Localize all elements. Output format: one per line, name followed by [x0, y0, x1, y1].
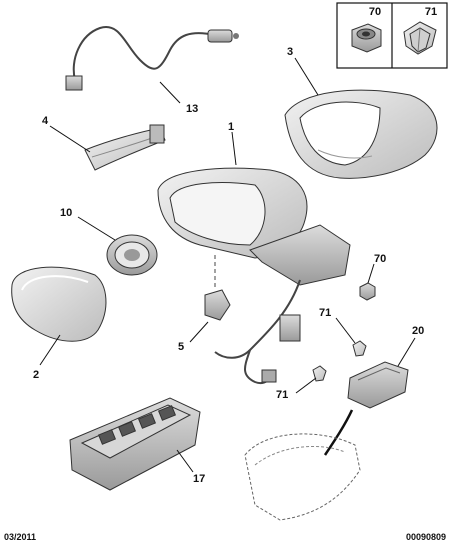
callout-10: 10 — [60, 207, 72, 219]
leader-2 — [39, 334, 61, 366]
mirror-housing-1 — [157, 167, 351, 286]
callout-71-lower: 71 — [276, 389, 288, 401]
leader-17 — [176, 449, 194, 473]
clip-71-lower — [312, 365, 327, 382]
callout-1: 1 — [228, 121, 234, 133]
mirror-harness — [214, 279, 301, 384]
callout-70: 70 — [374, 253, 386, 265]
window-switch-panel-17 — [69, 397, 201, 491]
wiring-harness-13 — [65, 26, 239, 91]
footer-date: 03/2011 — [4, 532, 36, 542]
legend-ref-70: 70 — [369, 6, 381, 18]
leader-20 — [397, 337, 416, 367]
callout-17: 17 — [193, 473, 205, 485]
adjust-motor-10 — [106, 234, 158, 276]
clip-71-upper — [352, 340, 367, 357]
mirror-cover-3 — [284, 89, 438, 179]
callout-3: 3 — [287, 46, 293, 58]
legend-box: 70 71 — [336, 2, 448, 69]
nut-70 — [359, 282, 376, 301]
leader-71-upper — [335, 317, 356, 344]
leader-71-lower — [295, 377, 317, 394]
callout-71-upper: 71 — [319, 307, 331, 319]
nut-70-icon — [351, 23, 382, 53]
mirror-glass-2 — [11, 266, 107, 342]
callout-5: 5 — [178, 341, 184, 353]
legend-ref-71: 71 — [425, 6, 437, 18]
door-outline — [244, 433, 361, 521]
leader-3 — [294, 57, 319, 96]
control-module-20 — [323, 361, 409, 456]
callout-4: 4 — [42, 115, 49, 127]
leader-4 — [49, 125, 91, 153]
leader-1 — [231, 131, 237, 166]
leader-13 — [159, 81, 181, 104]
turn-signal-4 — [84, 124, 166, 171]
leader-70 — [367, 263, 375, 284]
callout-20: 20 — [412, 325, 424, 337]
leader-10 — [77, 216, 116, 241]
callout-2: 2 — [33, 369, 39, 381]
footer-reference: 00090809 — [406, 532, 446, 542]
connector-5 — [204, 255, 231, 321]
leader-5 — [189, 321, 209, 343]
clip-71-icon — [403, 21, 437, 55]
callout-13: 13 — [186, 103, 198, 115]
